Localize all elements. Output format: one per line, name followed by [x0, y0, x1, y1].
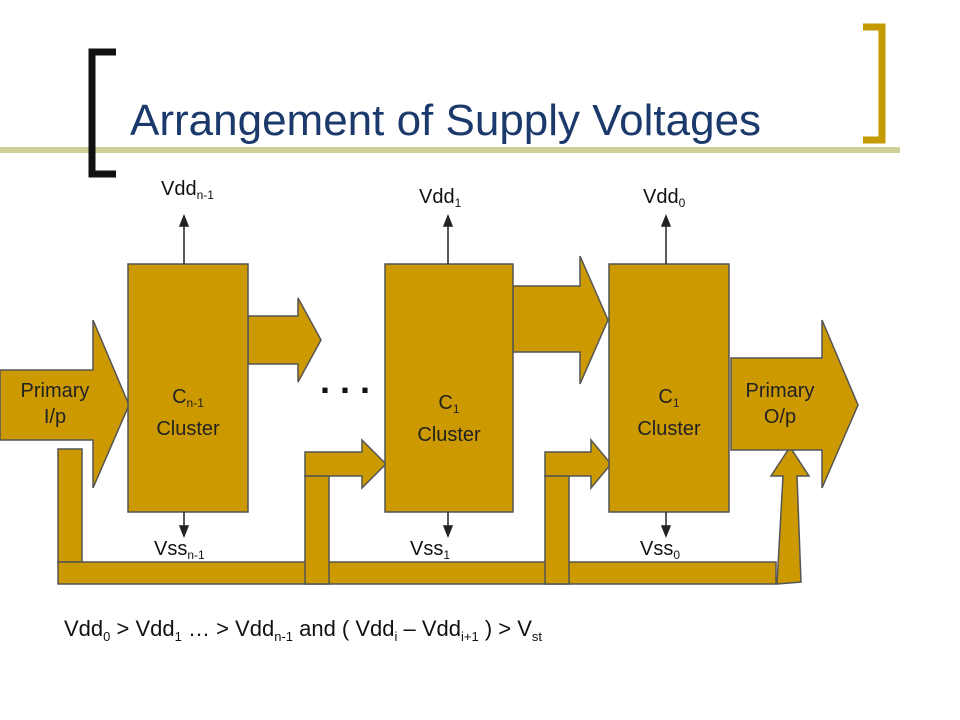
cluster-box-n-1: [127, 263, 249, 513]
cluster-label-1: C1 Cluster: [417, 392, 481, 446]
vdd-label-1: Vdd1: [419, 186, 462, 210]
vdd-label-0: Vdd0: [643, 186, 686, 210]
bus-bar: [57, 561, 777, 585]
cluster-output-arrow-1: [247, 297, 322, 383]
vss-arrowhead-0: [660, 525, 672, 539]
feedback-riser-2: [544, 475, 570, 585]
title-underline: [0, 147, 900, 153]
feedback-arrow-2: [544, 437, 612, 491]
feedback-riser-1: [304, 475, 330, 585]
page-title: Arrangement of Supply Voltages: [130, 96, 762, 145]
primary-input-arrow: [0, 319, 130, 489]
primary-output-label: Primary O/p: [745, 380, 815, 428]
vdd-arrowhead-0: [660, 213, 672, 227]
feedback-riser-output: [769, 445, 811, 585]
vdd-arrowhead-n-1: [178, 213, 190, 227]
feedback-bus: [57, 437, 811, 585]
vss-label-1: Vss1: [410, 538, 451, 562]
cluster-box-1: [384, 263, 514, 513]
primary-input-label: Primary I/p: [20, 380, 90, 428]
voltage-relation-formula: Vdd0 > Vdd1 … > Vddn-1 and ( Vddi – Vddi…: [64, 616, 543, 644]
vdd-label-n-1: Vddn-1: [161, 178, 214, 202]
feedback-arrow-1: [304, 438, 388, 490]
cluster-label-n-1: Cn-1 Cluster: [156, 386, 220, 440]
right-bracket: [863, 23, 886, 144]
supply-rails: [178, 213, 672, 539]
vss-arrowhead-n-1: [178, 525, 190, 539]
vss-label-n-1: Vssn-1: [154, 538, 205, 562]
primary-output-arrow: [730, 319, 859, 489]
cluster-output-arrow-2: [512, 255, 609, 385]
cluster-box-0: [608, 263, 730, 513]
vdd-arrowhead-1: [442, 213, 454, 227]
feedback-stub-input: [57, 448, 83, 563]
vss-label-0: Vss0: [640, 538, 681, 562]
ellipsis: ...: [320, 360, 381, 401]
left-bracket: [88, 48, 116, 178]
vss-arrowhead-1: [442, 525, 454, 539]
cluster-label-0: C1 Cluster: [637, 386, 701, 440]
